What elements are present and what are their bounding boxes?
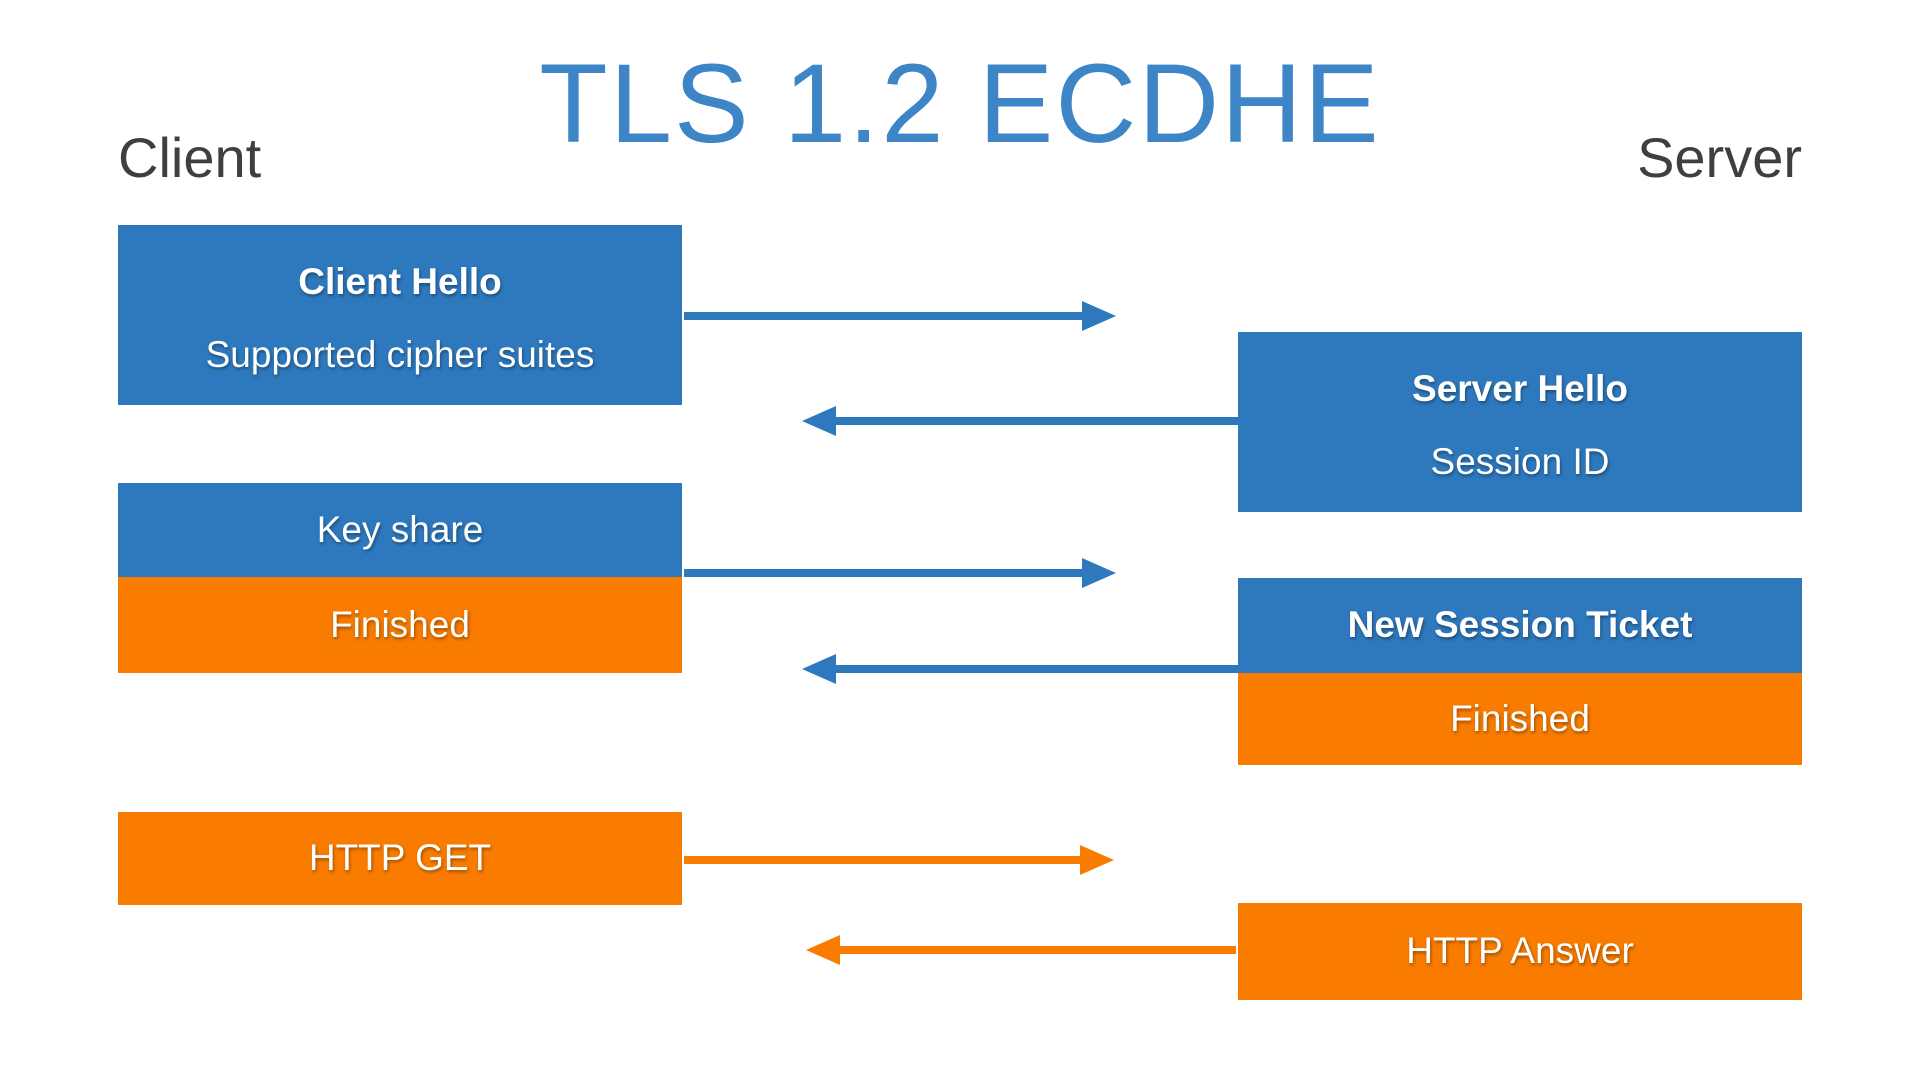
server-hello-box: Server Hello Session ID [1238, 332, 1802, 512]
client-hello-box: Client Hello Supported cipher suites [118, 225, 682, 405]
new-session-ticket-label: New Session Ticket [1347, 604, 1693, 646]
http-get-box: HTTP GET [118, 812, 682, 905]
new-session-ticket-box: New Session Ticket [1238, 578, 1802, 673]
http-answer-label: HTTP Answer [1406, 930, 1634, 972]
http-answer-box: HTTP Answer [1238, 903, 1802, 1000]
client-finished-box: Finished [118, 577, 682, 673]
key-share-box: Key share [118, 483, 682, 577]
http-get-arrow-right-icon [684, 845, 1114, 875]
server-hello-subtitle: Session ID [1430, 441, 1610, 482]
server-finished-box: Finished [1238, 673, 1802, 765]
http-get-label: HTTP GET [308, 837, 492, 879]
key-share-label: Key share [316, 508, 484, 550]
server-hello-arrow-left-icon [802, 406, 1238, 436]
client-finished-label: Finished [330, 603, 470, 645]
server-actor-label: Server [1637, 126, 1802, 189]
diagram-title: TLS 1.2 ECDHE [539, 41, 1381, 166]
http-answer-arrow-left-icon [806, 935, 1236, 965]
server-hello-title: Server Hello [1412, 368, 1628, 410]
client-hello-arrow-right-icon [684, 301, 1116, 331]
client-hello-subtitle: Supported cipher suites [205, 334, 595, 375]
key-share-arrow-right-icon [684, 558, 1116, 588]
client-actor-label: Client [118, 126, 262, 189]
new-session-ticket-arrow-left-icon [802, 654, 1238, 684]
server-finished-label: Finished [1450, 697, 1590, 739]
client-hello-title: Client Hello [298, 261, 502, 303]
